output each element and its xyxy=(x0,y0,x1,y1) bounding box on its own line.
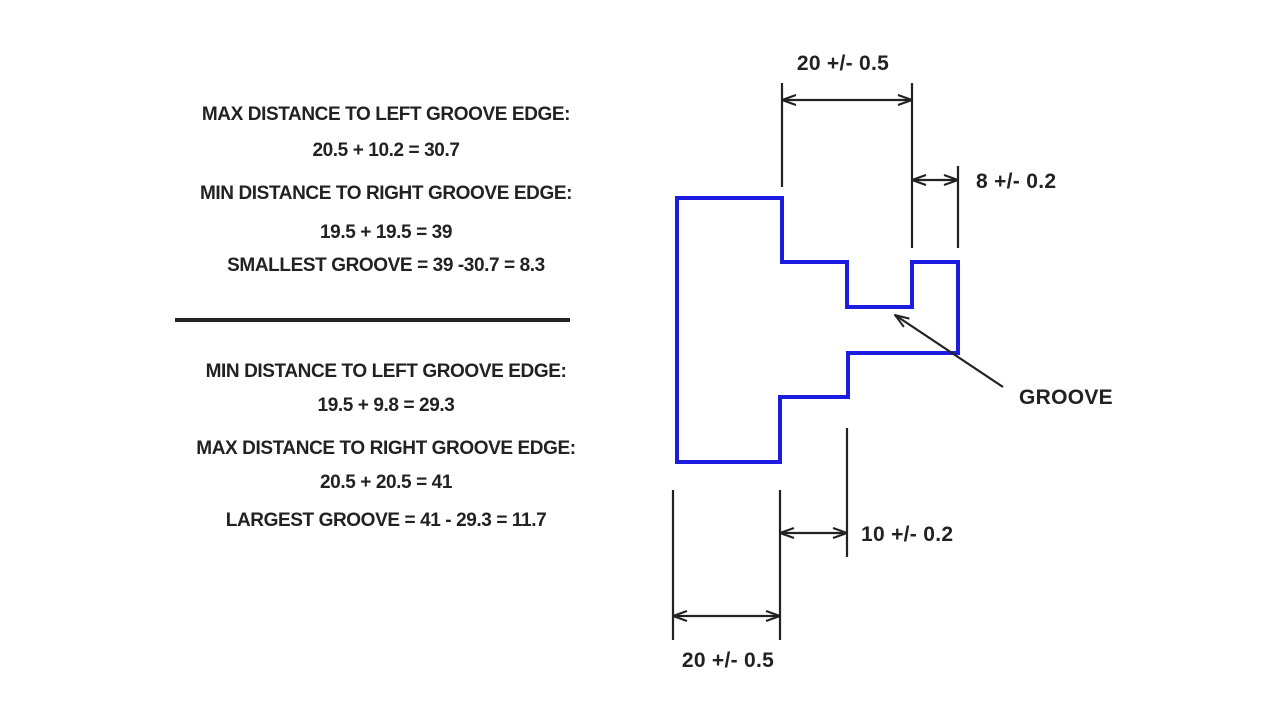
dim-groove-to-edge: 8 +/- 0.2 xyxy=(912,166,1056,248)
calc-heading-min-left: MIN DISTANCE TO LEFT GROOVE EDGE: xyxy=(205,361,567,382)
calc-heading-max-left: MAX DISTANCE TO LEFT GROOVE EDGE: xyxy=(201,104,571,125)
dim-label-groove-to-edge: 8 +/- 0.2 xyxy=(976,170,1056,193)
calc-equation-max-left: 20.5 + 10.2 = 30.7 xyxy=(312,140,460,161)
dim-step-width: 10 +/- 0.2 xyxy=(778,428,953,640)
part-outline xyxy=(675,196,960,464)
part-drawing: 20 +/- 0.5 8 +/- 0.2 10 +/- 0.2 20 +/- 0… xyxy=(671,52,1113,672)
groove-label: GROOVE xyxy=(1019,386,1113,409)
dim-label-step-width: 10 +/- 0.2 xyxy=(861,523,953,546)
dim-bottom-width: 20 +/- 0.5 xyxy=(671,490,780,672)
dim-top-width: 20 +/- 0.5 xyxy=(780,52,914,248)
dim-label-top-width: 20 +/- 0.5 xyxy=(797,52,889,75)
calc-heading-min-right: MIN DISTANCE TO RIGHT GROOVE EDGE: xyxy=(199,183,573,204)
calc-result-largest-groove: LARGEST GROOVE = 41 - 29.3 = 11.7 xyxy=(225,510,547,531)
leader-arrow xyxy=(895,315,1004,388)
calc-equation-min-right: 19.5 + 19.5 = 39 xyxy=(320,222,452,243)
calc-result-smallest-groove: SMALLEST GROOVE = 39 -30.7 = 8.3 xyxy=(227,255,545,276)
groove-callout: GROOVE xyxy=(895,315,1113,409)
divider-line xyxy=(175,318,570,322)
calc-equation-max-right: 20.5 + 20.5 = 41 xyxy=(320,472,452,493)
calc-heading-max-right: MAX DISTANCE TO RIGHT GROOVE EDGE: xyxy=(196,438,576,459)
calc-equation-min-left: 19.5 + 9.8 = 29.3 xyxy=(317,395,455,416)
dim-label-bottom-width: 20 +/- 0.5 xyxy=(682,649,774,672)
